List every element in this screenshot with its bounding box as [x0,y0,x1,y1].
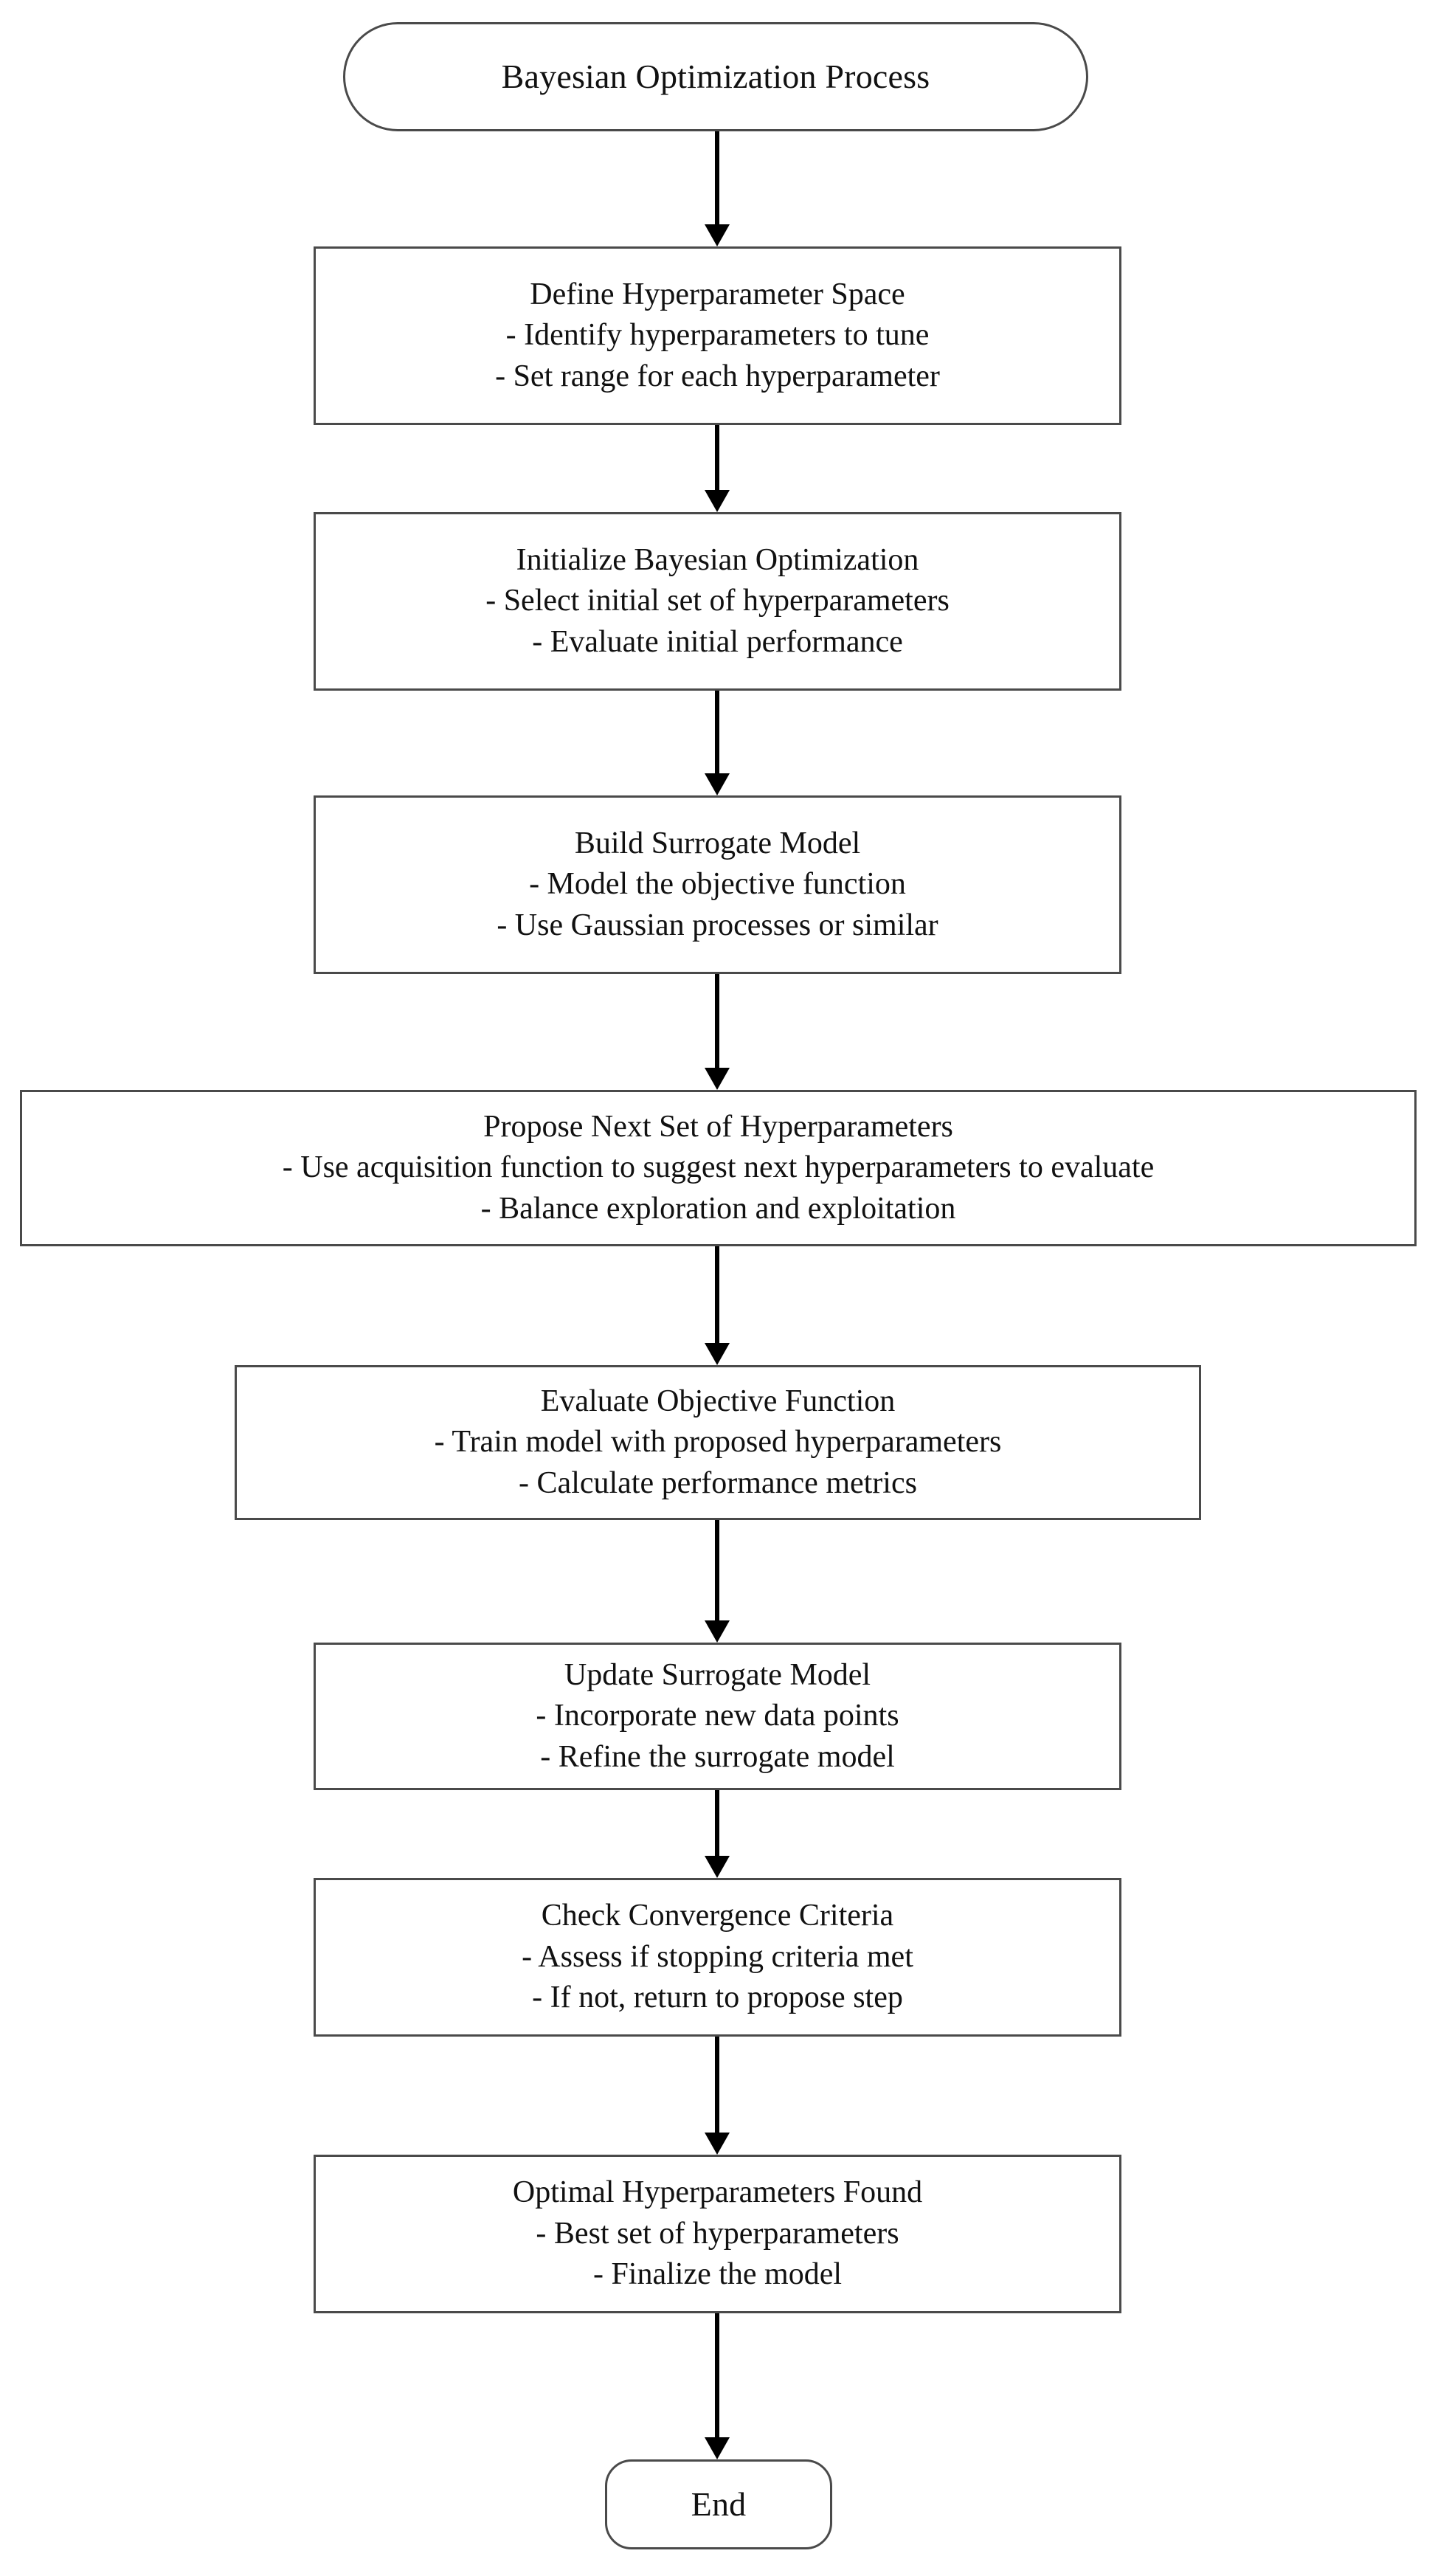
arrow-shaft [715,974,719,1068]
arrow-head-icon [705,1343,730,1365]
node-title: Update Surrogate Model [564,1657,871,1692]
node-detail-line: - Refine the surrogate model [540,1739,895,1774]
node-detail-line: - Best set of hyperparameters [536,2216,899,2251]
arrow-shaft [715,2037,719,2133]
node-build-surrogate-model[interactable]: Build Surrogate Model - Model the object… [314,795,1121,974]
arrow-head-icon [705,224,730,246]
arrow-shaft [715,691,719,773]
arrow-shaft [715,1520,719,1620]
node-detail-line: - Use acquisition function to suggest ne… [282,1150,1155,1185]
node-title: Optimal Hyperparameters Found [512,2175,923,2210]
arrow-shaft [715,1246,719,1343]
node-detail-line: - Identify hyperparameters to tune [505,318,930,353]
node-propose-next-set-of-hyperparameters[interactable]: Propose Next Set of Hyperparameters - Us… [20,1090,1417,1246]
arrow-head-icon [705,1068,730,1090]
arrow-head-icon [705,2133,730,2155]
arrow-head-icon [705,490,730,512]
node-detail-line: - Set range for each hyperparameter [495,359,940,393]
node-title: Initialize Bayesian Optimization [516,542,919,577]
node-define-hyperparameter-space[interactable]: Define Hyperparameter Space - Identify h… [314,246,1121,425]
node-start-label: Bayesian Optimization Process [501,57,930,95]
arrow-head-icon [705,1856,730,1878]
arrow-shaft [715,131,719,224]
node-title: Build Surrogate Model [574,826,861,860]
node-detail-line: - Train model with proposed hyperparamet… [434,1425,1002,1460]
node-detail-line: - If not, return to propose step [532,1981,903,2015]
arrow-head-icon [705,1620,730,1643]
node-start[interactable]: Bayesian Optimization Process [343,22,1088,131]
node-detail-line: - Calculate performance metrics [519,1465,917,1500]
node-title: Check Convergence Criteria [541,1899,894,1933]
node-detail-line: - Assess if stopping criteria met [522,1939,913,1974]
arrow-shaft [715,2313,719,2437]
node-evaluate-objective-function[interactable]: Evaluate Objective Function - Train mode… [235,1365,1201,1520]
node-title: Propose Next Set of Hyperparameters [483,1109,953,1144]
node-title: Define Hyperparameter Space [530,277,905,311]
node-detail-line: - Incorporate new data points [536,1699,899,1733]
arrow-head-icon [705,2437,730,2459]
node-update-surrogate-model[interactable]: Update Surrogate Model - Incorporate new… [314,1643,1121,1790]
node-detail-line: - Select initial set of hyperparameters [485,584,950,618]
node-detail-line: - Model the objective function [529,867,906,902]
node-title: Evaluate Objective Function [540,1384,896,1418]
node-detail-line: - Balance exploration and exploitation [480,1191,956,1226]
node-end-label: End [691,2485,747,2523]
node-check-convergence-criteria[interactable]: Check Convergence Criteria - Assess if s… [314,1878,1121,2037]
node-detail-line: - Use Gaussian processes or similar [497,908,938,942]
node-detail-line: - Evaluate initial performance [532,624,903,659]
node-detail-line: - Finalize the model [592,2257,843,2292]
node-initialize-bayesian-optimization[interactable]: Initialize Bayesian Optimization - Selec… [314,512,1121,691]
node-optimal-hyperparameters-found[interactable]: Optimal Hyperparameters Found - Best set… [314,2155,1121,2313]
arrow-shaft [715,425,719,490]
arrow-shaft [715,1790,719,1856]
arrow-head-icon [705,773,730,795]
node-end[interactable]: End [605,2459,832,2549]
